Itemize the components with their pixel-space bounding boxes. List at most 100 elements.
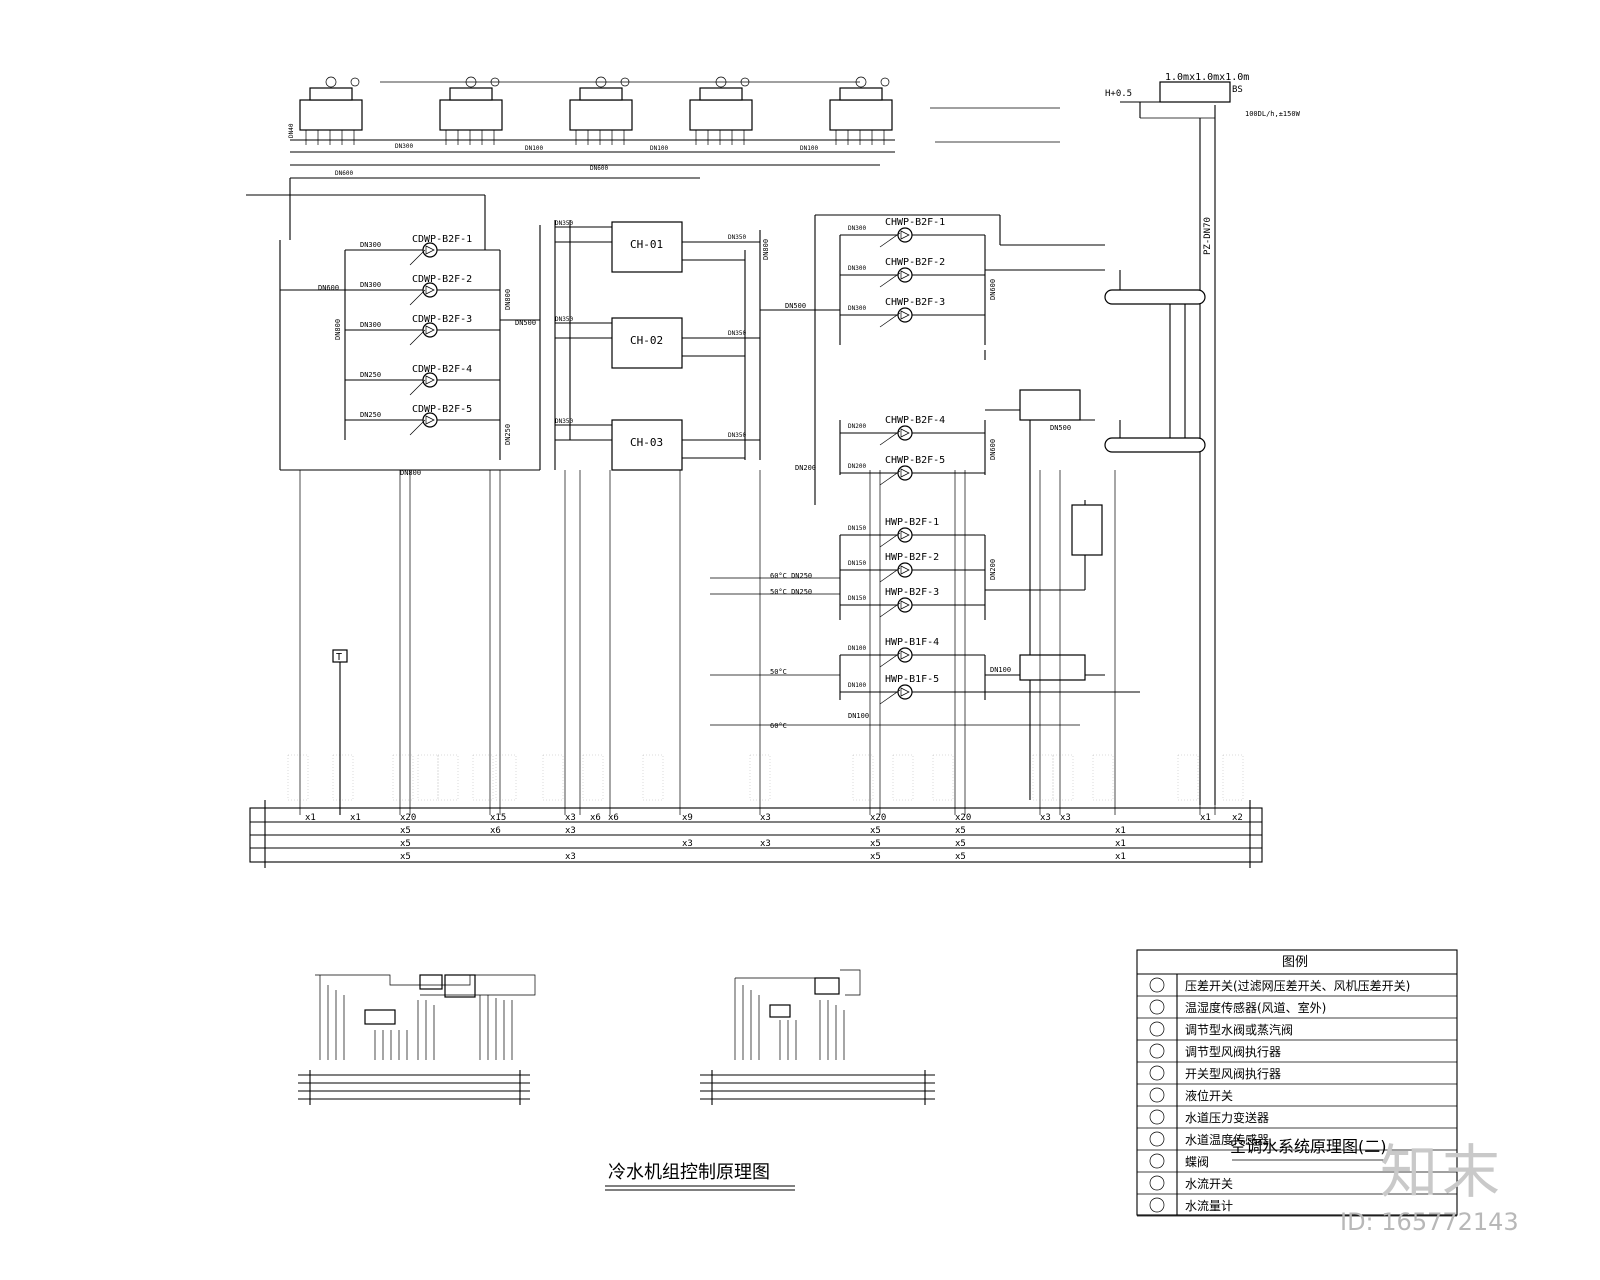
pump-icon: [422, 322, 438, 338]
tower-4: [689, 76, 753, 145]
pump-icon: [897, 465, 913, 481]
t60-label: 60°C: [770, 722, 787, 730]
chiller-dn-label: DN350: [728, 330, 746, 337]
return-pump-dn-label: DN100: [848, 645, 866, 652]
t60-dn250-label: 60°C DN250: [770, 572, 812, 580]
pump-icon: [897, 267, 913, 283]
check-line: [879, 652, 901, 668]
check-line: [879, 567, 901, 583]
dn500-label: DN500: [515, 319, 536, 327]
return-pump-dn-label: DN100: [848, 682, 866, 689]
bus-count-row4: x1: [1115, 852, 1126, 862]
hx-dn500-label: DN500: [1050, 424, 1071, 432]
chiller-box: [611, 419, 683, 471]
chiller-dn-label: DN350: [555, 316, 573, 323]
check-line: [879, 312, 901, 328]
tower-fan-housing: [839, 87, 883, 101]
chiller-dn-label: DN350: [728, 234, 746, 241]
bus-count-row2: x5: [400, 826, 411, 836]
bus-count-row3: x5: [400, 839, 411, 849]
water-flow-meter-icon: [1149, 1197, 1165, 1213]
bus-count-row4: x3: [565, 852, 576, 862]
bus-count-row2: x6: [490, 826, 501, 836]
vertical-note-block: [932, 754, 954, 801]
bus-count-row2: x5: [870, 826, 881, 836]
vertical-note-block: [392, 754, 414, 801]
chw-dn800-label: DN800: [762, 239, 770, 260]
cw-pump-label: CDWP-B2F-5: [412, 404, 472, 415]
vertical-note-block: [542, 754, 564, 801]
chiller-box: [611, 317, 683, 369]
vertical-note-block: [642, 754, 664, 801]
check-line: [409, 329, 426, 346]
mini-schematic-right: [700, 969, 935, 1105]
cw-pump-label: CDWP-B2F-3: [412, 314, 472, 325]
overlay-title: 空调水系统原理图(二): [1230, 1137, 1387, 1156]
return-pump-label: CHWP-B2F-1: [885, 217, 945, 228]
chilled-hot-pump-group: 60°C DN250 50°C DN250 50°C 60°C DN500 DN…: [710, 214, 1140, 800]
vertical-note-block: [749, 754, 771, 801]
main-title: 冷水机组控制原理图: [608, 1162, 770, 1183]
legend-title: 图例: [1282, 955, 1308, 970]
check-line: [879, 689, 901, 705]
bus-count-row1: x2: [1232, 813, 1243, 823]
bus-count-row2: x1: [1115, 826, 1126, 836]
condenser-pump-group: DN600 DN800 DN800 DN500 DN250 DN800 CDWP…: [280, 225, 541, 477]
water-temp-sensor-icon: [1149, 1131, 1165, 1147]
hw-dn100-bottom-label: DN100: [848, 712, 869, 720]
cw-pump-dn-label: DN300: [360, 321, 381, 329]
legend-item-text: 水道压力变送器: [1185, 1110, 1269, 1125]
return-pump-dn-label: DN150: [848, 560, 866, 567]
vertical-note-block: [495, 754, 517, 801]
check-line: [879, 272, 901, 288]
cw-pump-dn-label: DN250: [360, 371, 381, 379]
chiller-dn-label: DN350: [728, 432, 746, 439]
tower-fan-housing: [449, 87, 493, 101]
chiller-box: [611, 221, 683, 273]
vertical-note-block: [892, 754, 914, 801]
check-line: [879, 430, 901, 446]
pz-label: PZ-DN70: [1203, 217, 1213, 255]
bus-count-row1: x1: [305, 813, 316, 823]
legend-item-text: 调节型水阀或蒸汽阀: [1185, 1022, 1293, 1037]
chiller-dn-label: DN350: [555, 418, 573, 425]
legend-item-text: 蝶阀: [1185, 1154, 1209, 1169]
bus-count-row1: x1: [1200, 813, 1211, 823]
tower-2: [439, 76, 503, 145]
bus-count-row4: x5: [955, 852, 966, 862]
vertical-note-block: [287, 754, 309, 801]
tower-body: [829, 99, 893, 131]
chiller-label: CH-02: [630, 334, 663, 347]
pump-arrow-icon: [900, 468, 910, 478]
bus-count-row2: x3: [565, 826, 576, 836]
bus-count-row3: x5: [870, 839, 881, 849]
pump-arrow-icon: [900, 650, 910, 660]
return-pump-label: HWP-B2F-2: [885, 552, 939, 563]
check-line: [879, 532, 901, 548]
water-headers: [1104, 270, 1206, 453]
cw-pump-dn-label: DN250: [360, 411, 381, 419]
return-pump-label: CHWP-B2F-5: [885, 455, 945, 466]
bus-count-row3: x5: [955, 839, 966, 849]
tower-dn-label: DN100: [650, 145, 668, 152]
t50-dn250-label: 50°C DN250: [770, 588, 812, 596]
hw-dn300-label: DN200: [989, 559, 997, 580]
bus-count-row2: x5: [955, 826, 966, 836]
return-pump-dn-label: DN300: [848, 305, 866, 312]
pump-arrow-icon: [900, 565, 910, 575]
t-sensor-marker: T: [332, 649, 348, 815]
cw-pump-dn-label: DN300: [360, 241, 381, 249]
vertical-note-block: [1222, 754, 1244, 801]
tower-3: [569, 76, 633, 145]
cw-pump-label: CDWP-B2F-4: [412, 364, 472, 375]
dn800-label: DN800: [334, 319, 342, 340]
